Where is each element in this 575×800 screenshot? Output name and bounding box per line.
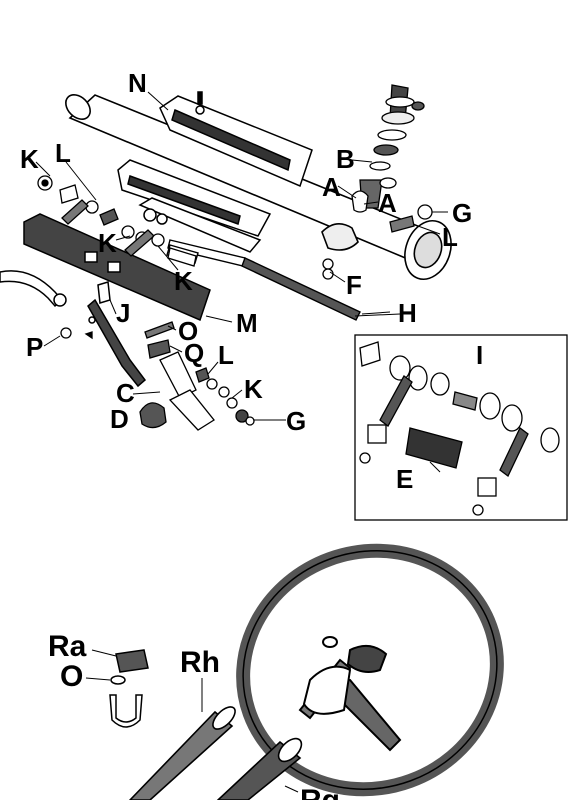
upper-shaft-stack [351,84,425,213]
part-labels: N B A A G L K L K K F H M J P O Q L K C … [20,68,483,800]
label-l-lower: L [218,340,234,370]
label-p: P [26,332,43,362]
bolt-g-upper [322,204,433,280]
ra-parts [109,649,149,728]
label-l-top-left: L [55,138,71,168]
lower-parts [60,321,255,431]
column-tube [65,94,452,280]
label-k-lower: K [174,266,193,296]
label-j: J [116,298,130,328]
label-m: M [236,308,258,338]
upper-shroud [159,91,313,188]
label-rh: Rh [180,646,220,679]
label-c: C [116,378,135,408]
label-g-upper: G [452,198,472,228]
label-a-right: A [378,188,397,218]
inset-box [354,334,568,521]
label-q: Q [184,338,204,368]
column-shaft [128,706,303,800]
label-k-lower-right: K [244,374,263,404]
label-f: F [346,270,362,300]
label-rg: Rg [300,784,340,800]
mounting-plate [23,213,211,322]
label-g-lower: G [286,406,306,436]
label-b: B [336,144,355,174]
label-o-upper: O [178,316,198,346]
label-l-right: L [442,222,458,252]
label-e: E [396,464,413,494]
label-k-mid: K [98,228,117,258]
label-a-left: A [322,172,341,202]
label-d: D [110,404,129,434]
drop-arm [0,270,147,388]
slotted-channel [117,159,272,253]
label-k-top-left: K [20,144,39,174]
label-n: N [128,68,147,98]
steering-wheel [236,543,504,797]
label-h: H [398,298,417,328]
label-ra: Ra [48,630,87,663]
label-i: I [476,340,483,370]
leader-lines [35,91,448,793]
label-o-lower: O [60,660,83,693]
